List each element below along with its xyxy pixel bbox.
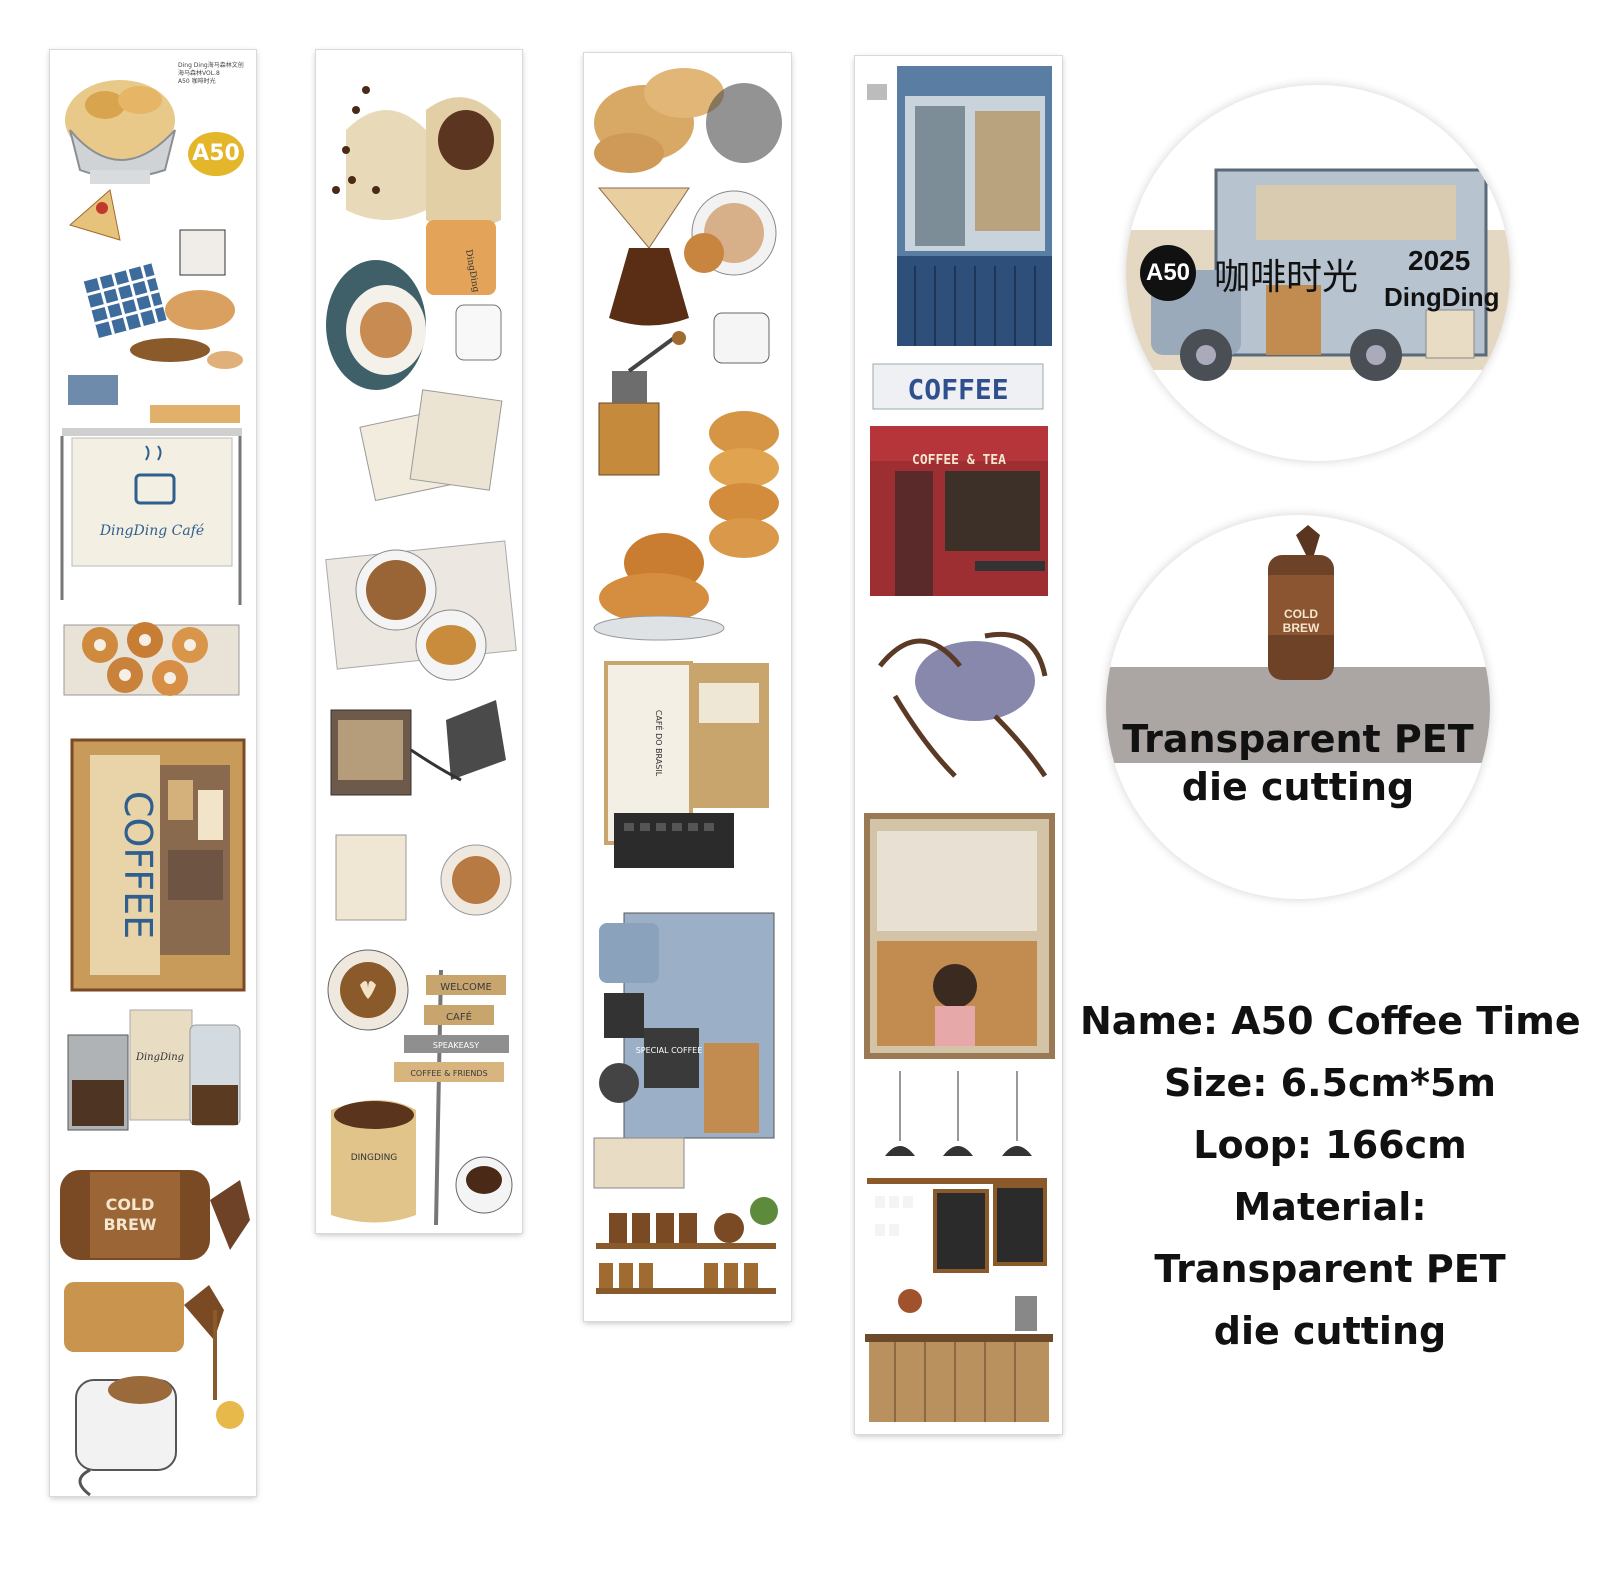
sku-badge: A50: [188, 132, 244, 176]
cold-brew-can-illustration: [60, 1170, 250, 1260]
product-material-line-1: Transparent PET: [1154, 1247, 1506, 1291]
truck-sign-text: SPECIAL COFFEE: [636, 1046, 703, 1055]
roll-year: 2025: [1408, 245, 1471, 276]
washi-strip-4: COFFEE COFFEE & TEA: [855, 56, 1062, 1434]
tape-roll-illustration: [1126, 168, 1510, 381]
croissant-stack-illustration: [593, 533, 725, 641]
awning-text: COFFEE & TEA: [912, 453, 1006, 468]
coffee-kiosk-illustration: [70, 738, 246, 992]
menu-board-illustration: [867, 1178, 1047, 1273]
latte-art-cup-illustration: [327, 949, 409, 1031]
product-loop: Loop: 166cm: [1193, 1123, 1467, 1167]
product-name: Name: A50 Coffee Time: [1080, 999, 1581, 1043]
cappuccino-illustration: [684, 190, 777, 276]
donut-box-illustration: [63, 622, 240, 696]
pendant-lamps-illustration: [885, 1071, 1032, 1156]
coffee-bean-sacks-illustration: [332, 86, 501, 230]
cafe-counter-illustration: [604, 661, 769, 868]
strip-3-illustrations: CAFÉ DO BRASIL SPECIAL COFFEE: [593, 68, 782, 1294]
washi-strip-3: CAFÉ DO BRASIL SPECIAL COFFEE: [584, 53, 791, 1321]
bread-rolls-illustration: [709, 411, 779, 558]
french-press-illustration: [67, 1009, 241, 1131]
bread-basket-illustration: [65, 80, 176, 184]
roll-brand: DingDing: [1384, 282, 1500, 312]
demo-can-text: COLD BREW: [1282, 607, 1320, 635]
window-view-illustration: [864, 813, 1055, 1059]
paper-cup-illustration: [426, 220, 496, 295]
bean-bag-illustration: [331, 1100, 416, 1223]
enamel-mug-illustration: [713, 312, 770, 364]
teacup-illustration: [326, 260, 426, 390]
menu-papers-illustration: [359, 389, 503, 502]
coffee-cups-pair-illustration: [335, 834, 512, 921]
pour-over-set-illustration: [330, 700, 506, 796]
circle-caption: Transparent PET die cutting: [1106, 715, 1490, 811]
header-line-3: A50 咖啡时光: [178, 78, 216, 85]
newspaper-coffee-illustration: [325, 540, 517, 681]
washi-strip-2: DingDing: [316, 50, 522, 1233]
roll-badge: A50: [1145, 259, 1191, 286]
product-material-line-2: die cutting: [1213, 1309, 1447, 1353]
strip-1-illustrations: DingDing Café COFFEE DingDin: [60, 80, 250, 1496]
can-label-1: COLD: [106, 1195, 155, 1214]
espresso-cup-illustration: [455, 1156, 513, 1214]
storefront-blue-illustration: [867, 66, 1052, 346]
hand-grinder-illustration: [598, 331, 686, 476]
cafe-label-text: CAFÉ DO BRASIL: [654, 710, 665, 777]
table-chairs-illustration: [878, 631, 1048, 778]
coffee-shop-red-illustration: [870, 363, 1048, 596]
shop-sign-text: COFFEE: [907, 373, 1008, 406]
cafe-bar-counter-illustration: [865, 1289, 1053, 1422]
caption-line-1: Transparent PET: [1122, 717, 1474, 761]
roll-title-cn: 咖啡时光: [1214, 257, 1359, 298]
cafe-sign-text: DingDing Café: [99, 523, 204, 539]
header-line-1: Ding Ding海马森林文创: [178, 62, 244, 69]
washi-strip-1: DingDing Café COFFEE DingDin: [50, 50, 256, 1496]
product-material-label: Material:: [1233, 1185, 1427, 1229]
material-demo-circle: COLD BREW Transparent PET die cutting: [1106, 515, 1490, 899]
bean-bag-label: DINGDING: [351, 1153, 398, 1163]
food-truck-illustration: [593, 912, 775, 1189]
sign-cafe: CAFÉ: [446, 1010, 472, 1023]
strip-4-illustrations: COFFEE COFFEE & TEA: [864, 66, 1055, 1422]
sign-welcome: WELCOME: [440, 982, 492, 993]
chemex-illustration: [597, 187, 690, 326]
sign-speakeasy: SPEAKEASY: [433, 1041, 479, 1050]
can-label-2: BREW: [103, 1215, 156, 1234]
cafe-stand-illustration: [60, 375, 242, 605]
header-line-2: 海马森林VOL.8: [178, 70, 220, 77]
tape-roll-label-circle: A50 咖啡时光 2025 DingDing: [1126, 85, 1510, 461]
sign-coffee-friends: COFFEE & FRIENDS: [410, 1069, 487, 1078]
strip-2-illustrations: DingDing: [325, 86, 517, 1226]
mug-illustration: [75, 1376, 177, 1496]
cold-brew-can-demo: [1268, 525, 1334, 680]
bag-label-text: DingDing: [135, 1052, 184, 1063]
grey-band: [1106, 667, 1490, 763]
mug-small-illustration: [455, 304, 502, 361]
picnic-illustration: [83, 229, 243, 369]
truck-illustration: [1151, 168, 1488, 381]
cake-slice-illustration: [68, 189, 121, 241]
strip-1-header: Ding Ding海马森林文创 海马森林VOL.8 A50 咖啡时光: [178, 62, 244, 86]
pastry-pile-illustration: [594, 68, 782, 173]
product-size: Size: 6.5cm*5m: [1163, 1061, 1497, 1105]
product-info: Name: A50 Coffee Time Size: 6.5cm*5m Loo…: [1080, 990, 1581, 1362]
coffee-grinder-illustration: [64, 1282, 244, 1429]
caption-line-2: die cutting: [1181, 765, 1415, 809]
signpost-illustration: [394, 969, 509, 1226]
jar-shelf-illustration: [596, 1197, 778, 1294]
kiosk-sign-text: COFFEE: [116, 791, 160, 939]
